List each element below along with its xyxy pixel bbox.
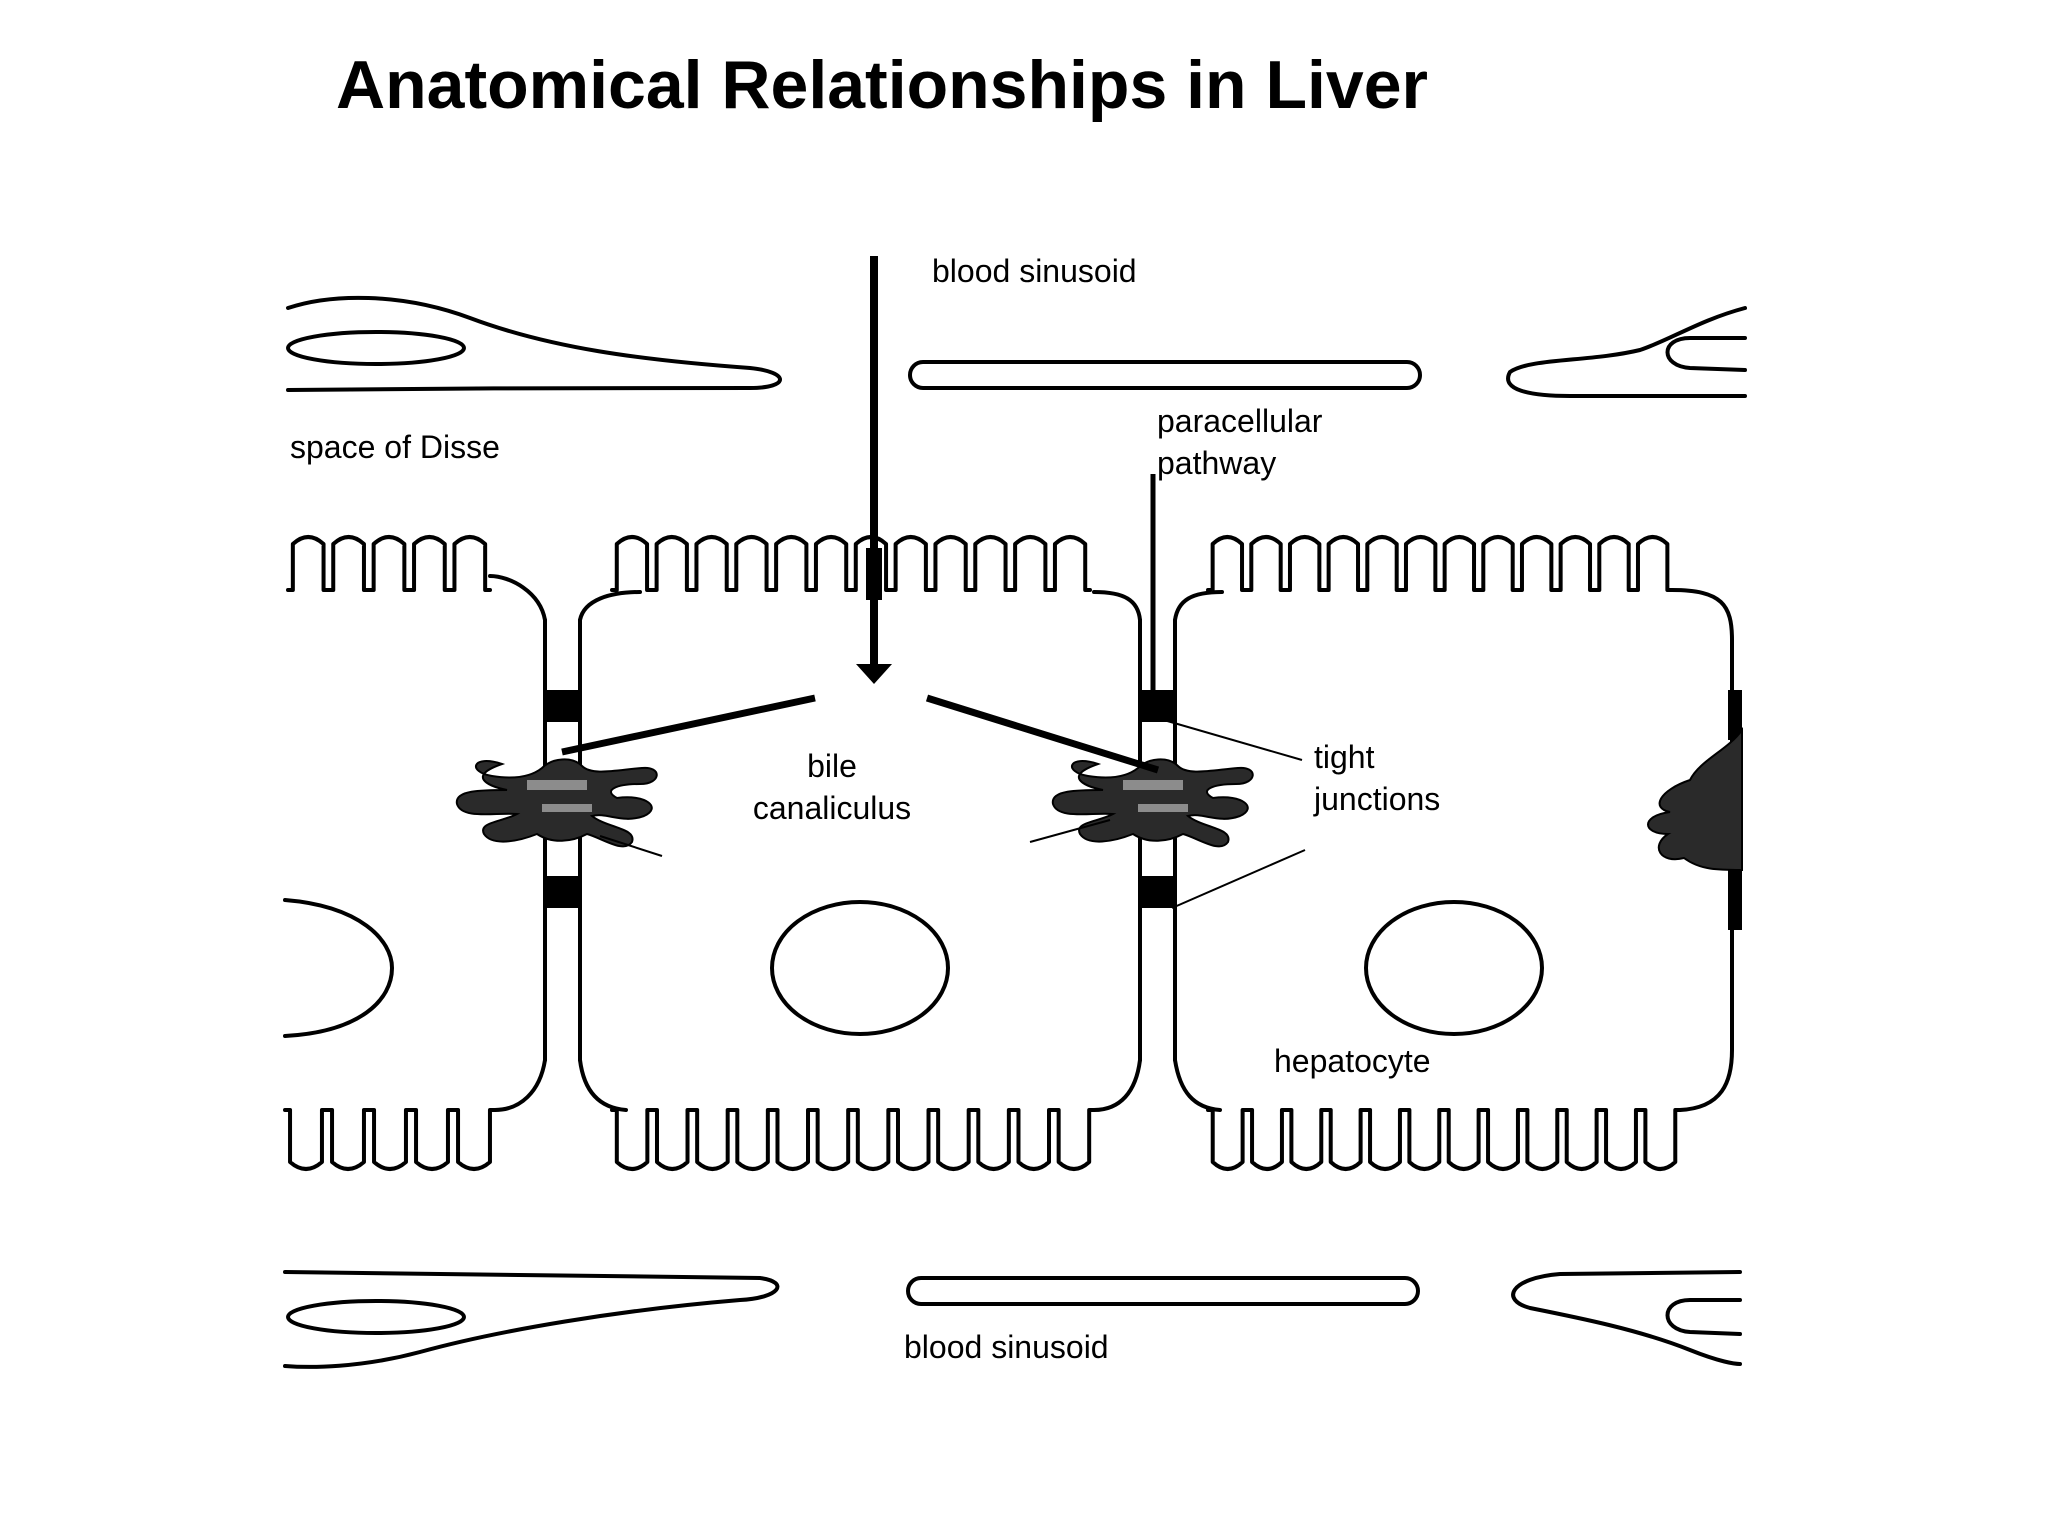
label-pathway: pathway [1157,445,1276,481]
bile-canaliculus-left [455,758,658,848]
label-blood-sinusoid-bottom: blood sinusoid [904,1329,1109,1365]
label-paracellular: paracellular [1157,403,1323,439]
pointer-lines [561,256,1306,909]
label-blood-sinusoid-top: blood sinusoid [932,253,1137,289]
label-bile: bile [807,748,857,784]
microvilli-top [286,535,1674,592]
label-space-of-disse: space of Disse [290,429,500,465]
diagram-title: Anatomical Relationships in Liver [336,47,1429,123]
microvilli-bottom [283,1108,1682,1171]
bottom-sinusoid-endothelium [283,1270,1742,1369]
label-junctions: junctions [1313,781,1440,817]
nuclei [283,898,1544,1038]
tight-junction-bands [545,690,1742,930]
label-canaliculus: canaliculus [753,790,911,826]
label-tight: tight [1314,739,1375,775]
bile-canaliculus-middle [1051,758,1254,848]
hepatocyte-walls [488,574,1734,1112]
bile-canaliculus-right-partial [1647,726,1743,872]
top-sinusoid-endothelium [286,295,1747,398]
label-hepatocyte: hepatocyte [1274,1043,1431,1079]
